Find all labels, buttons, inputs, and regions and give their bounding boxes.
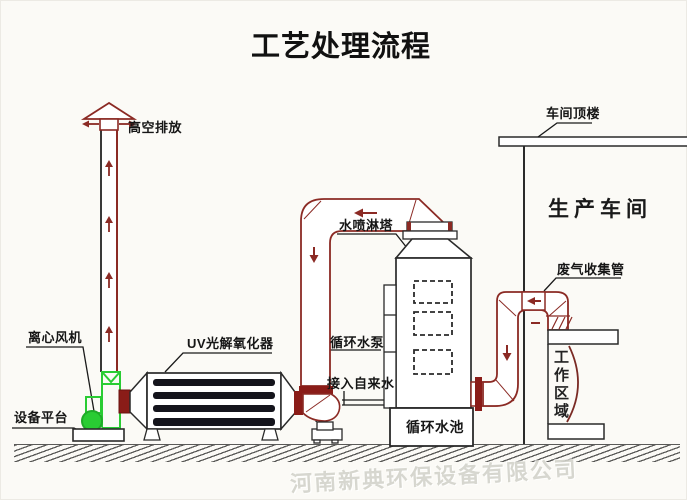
flow-arrow-left — [354, 208, 363, 218]
label-exhaust: 高空排放 — [128, 120, 183, 135]
chimney-cap — [80, 101, 138, 120]
elbow-flange — [299, 386, 333, 394]
label-workshop: 生产车间 — [548, 198, 652, 221]
label-roof: 车间顶楼 — [546, 106, 601, 121]
tower-windows — [413, 280, 453, 375]
hood-neck-flange — [546, 315, 573, 330]
label-fan: 离心风机 — [28, 330, 83, 345]
workshop-roof — [498, 136, 687, 147]
circulation-pool — [389, 407, 474, 447]
collection-hood — [547, 329, 619, 440]
exhaust-arrows — [82, 120, 136, 342]
uv-right-flange — [294, 391, 303, 415]
chimney-stack — [80, 101, 138, 372]
label-tap-water: 接入自来水 — [327, 376, 395, 391]
flow-arrow-down — [309, 255, 319, 263]
label-gas-collect: 废气收集管 — [557, 262, 625, 277]
label-pump: 循环水泵 — [330, 335, 385, 350]
label-spray-tower: 水喷淋塔 — [339, 218, 394, 233]
diagram-title: 工艺处理流程 — [251, 31, 432, 63]
label-platform: 设备平台 — [14, 410, 69, 425]
uv-left-flange — [118, 389, 131, 414]
centrifugal-fan — [81, 371, 121, 433]
workshop-wall — [498, 136, 687, 444]
label-pool: 循环水池 — [406, 419, 464, 435]
ground-hatch — [14, 444, 680, 462]
equipment-platform — [72, 428, 125, 442]
spray-tower — [383, 221, 474, 447]
water-pump — [311, 421, 343, 444]
uv-oxidizer — [118, 370, 303, 441]
label-uv: UV光解氧化器 — [187, 336, 274, 351]
label-work-area: 工作区域 — [552, 349, 569, 421]
uv-lamp-tubes — [153, 379, 275, 426]
